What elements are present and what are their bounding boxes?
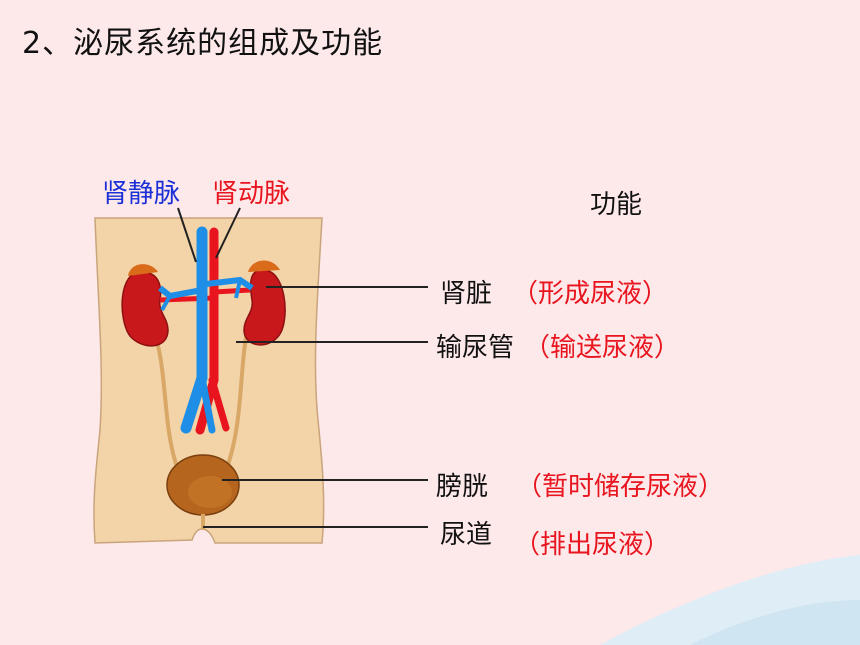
right-iliac-artery xyxy=(208,376,230,432)
renal-vein-label: 肾静脉 xyxy=(102,179,181,209)
left-adrenal-gland xyxy=(128,264,158,276)
right-adrenal-gland xyxy=(248,260,280,272)
vein-branch-2 xyxy=(234,279,242,299)
slide-title: 2、泌尿系统的组成及功能 xyxy=(22,26,384,61)
bladder-label: 膀胱 xyxy=(436,472,489,502)
vein-pointer-line xyxy=(177,207,197,263)
urethra-function: （排出尿液） xyxy=(514,530,671,560)
vein-branch xyxy=(160,295,172,311)
renal-artery-label: 肾动脉 xyxy=(212,179,291,209)
left-iliac-vein xyxy=(198,374,216,434)
bladder-function: （暂时储存尿液） xyxy=(516,472,725,502)
wave-decoration-2 xyxy=(690,600,860,645)
right-kidney xyxy=(243,269,286,346)
renal-artery-right xyxy=(213,287,251,295)
kidney-label: 肾脏 xyxy=(440,279,493,309)
kidney-function: （形成尿液） xyxy=(512,279,669,309)
artery-pointer-line xyxy=(215,207,241,259)
ureter-label: 输尿管 xyxy=(436,333,515,363)
urethra-label: 尿道 xyxy=(440,520,493,550)
function-header: 功能 xyxy=(590,190,643,220)
ureter-function: （输送尿液） xyxy=(524,333,681,363)
